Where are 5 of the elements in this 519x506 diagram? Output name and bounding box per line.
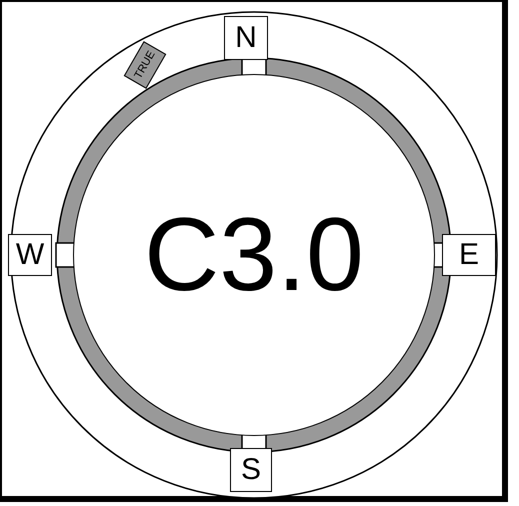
model-label: C3.0: [144, 203, 364, 307]
direction-label: S: [230, 448, 272, 492]
direction-label: E: [442, 234, 496, 276]
direction-label: W: [8, 234, 52, 276]
direction-label: N: [224, 16, 268, 60]
